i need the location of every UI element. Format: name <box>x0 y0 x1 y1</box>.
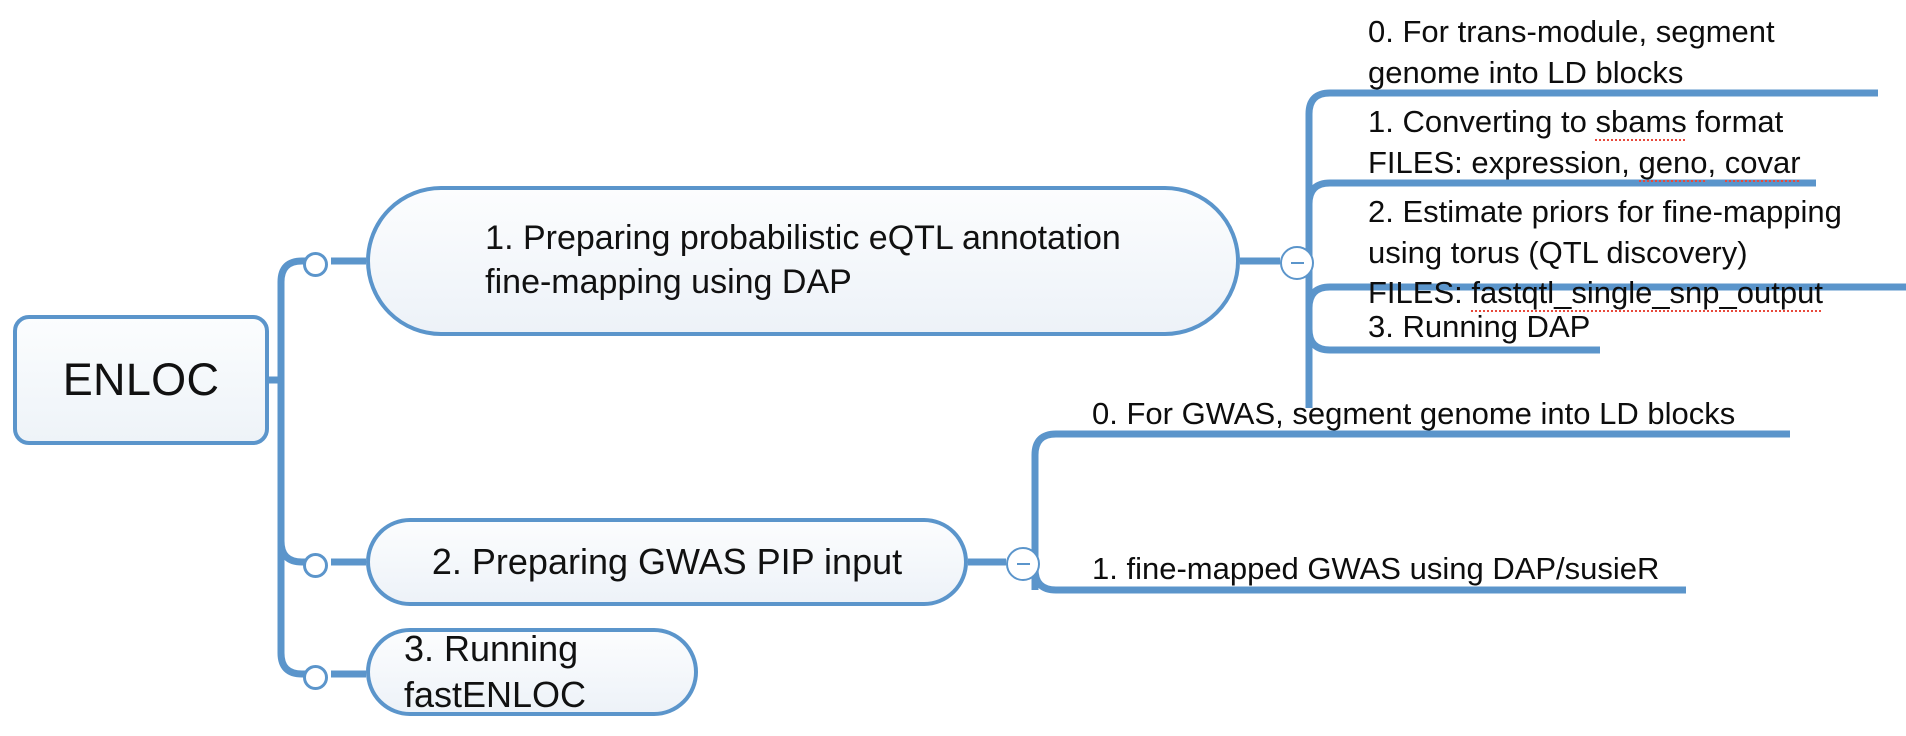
misspelled-word: geno <box>1638 144 1708 182</box>
leaf-label: 0. For GWAS, segment genome into LD bloc… <box>1092 396 1736 431</box>
root-node[interactable]: ENLOC <box>13 315 269 445</box>
leaf-node-branch-2-child-1[interactable]: 1. fine-mapped GWAS using DAP/susieR <box>1092 549 1686 592</box>
branch-node-1[interactable]: 1. Preparing probabilistic eQTL annotati… <box>366 186 1240 336</box>
branch-2-joint[interactable] <box>303 553 328 578</box>
misspelled-word: sbams <box>1595 104 1687 141</box>
branch-node-2[interactable]: 2. Preparing GWAS PIP input <box>366 518 968 606</box>
branch-node-3-label: 3. Running fastENLOC <box>404 627 587 715</box>
branch-2-child-0-connector <box>1031 430 1790 456</box>
minus-icon <box>1290 261 1304 265</box>
branch-node-1-label: 1. Preparing probabilistic eQTL annotati… <box>485 219 1121 301</box>
branch-node-3[interactable]: 3. Running fastENLOC <box>366 628 698 716</box>
leaf-node-branch-2-child-0[interactable]: 0. For GWAS, segment genome into LD bloc… <box>1092 394 1790 437</box>
leaf-node-branch-1-child-1[interactable]: 1. Converting to sbams format FILES: exp… <box>1368 102 1816 185</box>
misspelled-word: fastqtl_single_snp_output <box>1471 275 1823 313</box>
leaf-label: 3. Running DAP <box>1368 309 1591 344</box>
leaf-node-branch-1-child-3[interactable]: 3. Running DAP <box>1368 307 1600 350</box>
leaf-label: 1. fine-mapped GWAS using DAP/susieR <box>1092 551 1660 586</box>
leaf-node-branch-1-child-0[interactable]: 0. For trans-module, segment genome into… <box>1368 12 1878 95</box>
branch-3-joint[interactable] <box>303 665 328 690</box>
minus-icon <box>1016 562 1030 566</box>
misspelled-word: covar <box>1724 144 1801 182</box>
branch-node-2-label: 2. Preparing GWAS PIP input <box>431 540 903 582</box>
root-node-label: ENLOC <box>62 354 220 406</box>
leaf-label: 0. For trans-module, segment genome into… <box>1368 14 1775 90</box>
leaf-node-branch-1-child-2[interactable]: 2. Estimate priors for fine-mapping usin… <box>1368 192 1906 316</box>
leaf-label: 1. Converting to sbams format FILES: exp… <box>1368 104 1801 182</box>
branch-2-collapse-toggle[interactable] <box>1006 547 1040 581</box>
branch-1-joint[interactable] <box>303 252 328 277</box>
leaf-label: 2. Estimate priors for fine-mapping usin… <box>1368 194 1842 313</box>
branch-1-collapse-toggle[interactable] <box>1280 246 1314 280</box>
